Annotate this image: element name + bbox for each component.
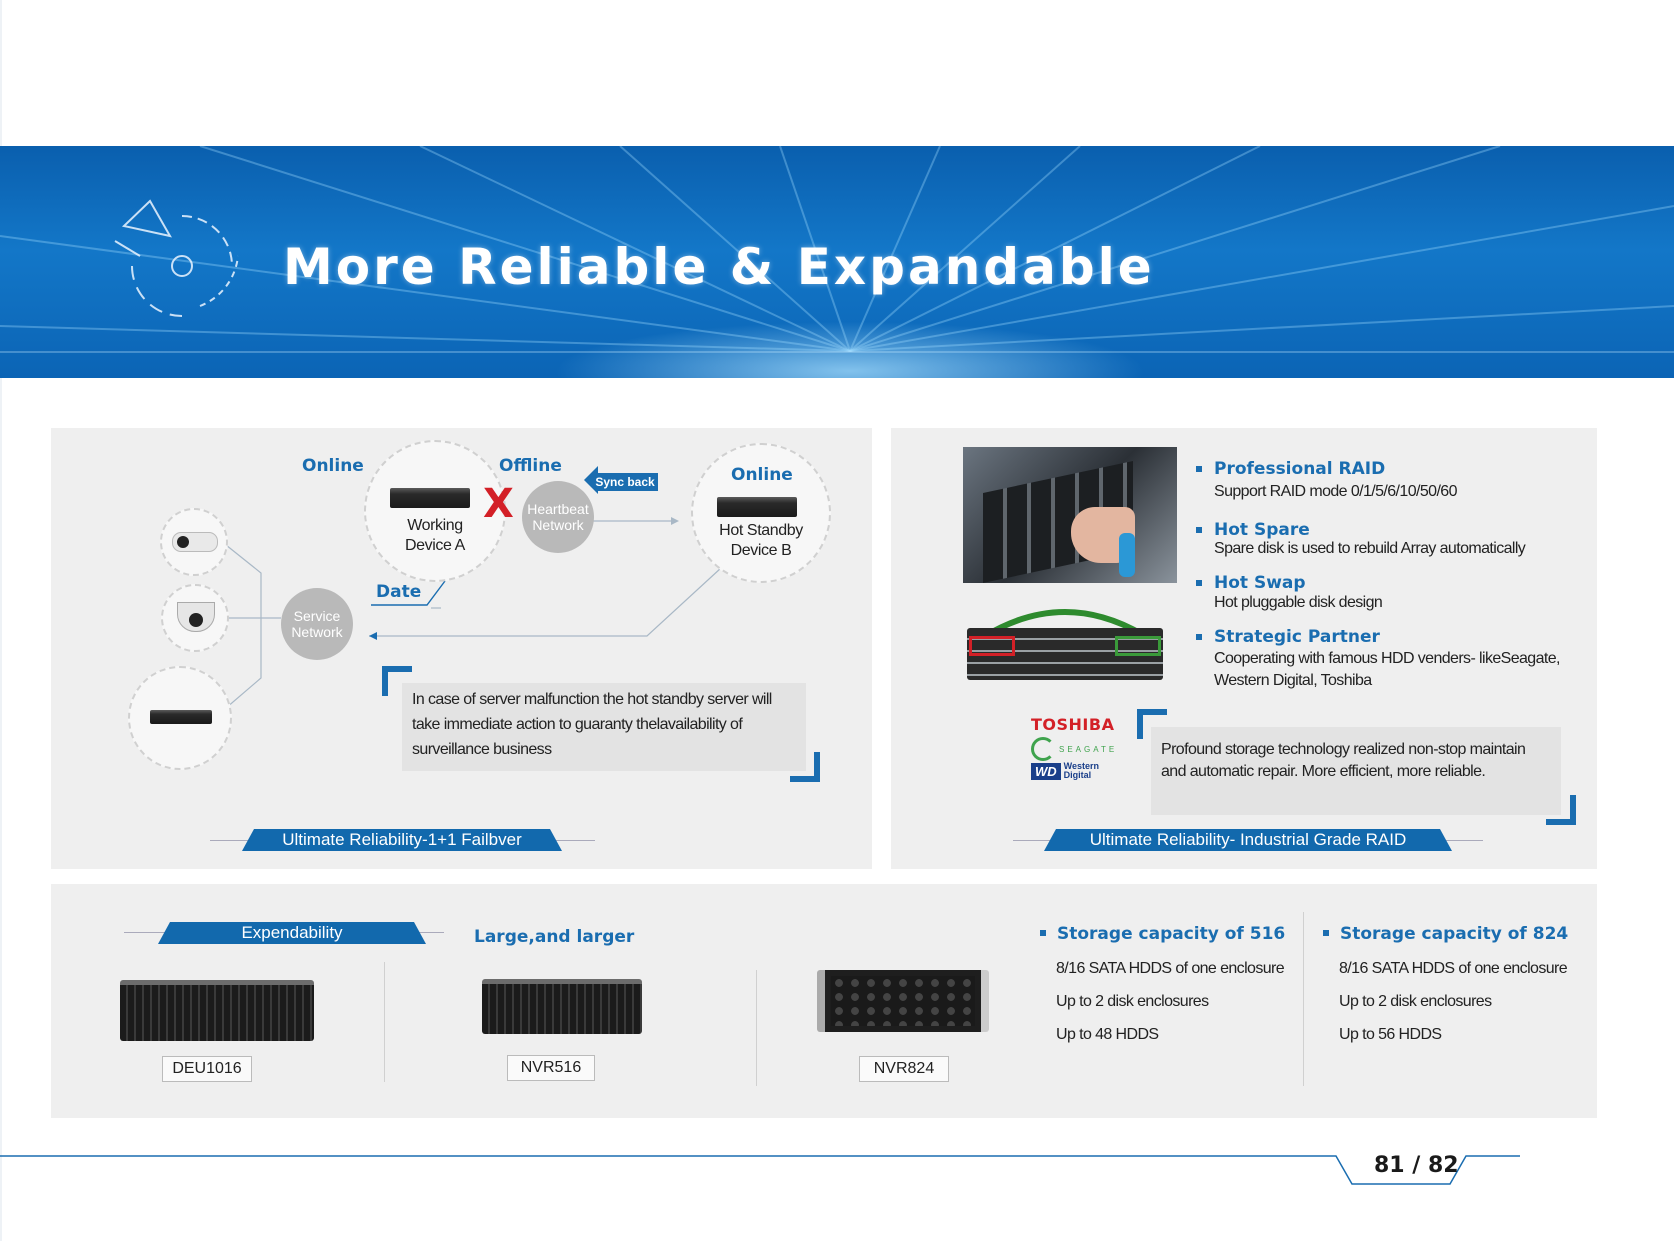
disk-enclosure-illustration — [965, 598, 1165, 682]
device-a-icon — [390, 488, 470, 508]
seagate-text: SEAGATE — [1059, 744, 1118, 754]
failover-callout: In case of server malfunction the hot st… — [402, 683, 806, 771]
failover-callout-text: In case of server malfunction the hot st… — [412, 691, 772, 758]
spec-516-line-2: Up to 48 HDDS — [1056, 1026, 1159, 1043]
bullet-hot-spare — [1196, 527, 1202, 533]
raid-desc-1: Spare disk is used to rebuild Array auto… — [1214, 540, 1526, 557]
failover-ribbon-text: Ultimate Reliability-1+1 Failbver — [282, 830, 522, 849]
page-title: More Reliable & Expandable — [283, 238, 1155, 296]
seagate-swirl-icon — [1031, 737, 1055, 761]
device-b-icon — [717, 497, 797, 517]
spec-824-title: Storage capacity of 824 — [1340, 924, 1569, 944]
separator-1 — [384, 962, 385, 1082]
bullet-partner — [1196, 634, 1202, 640]
raid-bracket-top — [1137, 709, 1167, 739]
nvr-small-icon — [150, 710, 212, 724]
spec-824-line-2: Up to 56 HDDS — [1339, 1026, 1442, 1043]
sync-back-label: Sync back — [595, 475, 655, 489]
raid-desc-3b: Western Digital, Toshiba — [1214, 672, 1372, 689]
bullet-camera-icon — [172, 532, 218, 552]
heartbeat-label: Heartbeat Network — [527, 501, 589, 533]
spec-516-line-1: Up to 2 disk enclosures — [1056, 993, 1209, 1010]
expand-heading: Large,and larger — [474, 927, 635, 947]
service-network-label: Service Network — [291, 608, 343, 640]
online-label-b: Online — [731, 465, 793, 485]
raid-desc-0: Support RAID mode 0/1/5/6/10/50/60 — [1214, 483, 1457, 500]
spec-516-line-0: 8/16 SATA HDDS of one enclosure — [1056, 960, 1285, 977]
page-number: 81 / 82 — [1374, 1153, 1459, 1178]
seagate-logo: SEAGATE — [1031, 737, 1117, 761]
raid-callout: Profound storage technology realized non… — [1151, 727, 1561, 815]
date-label: Date — [376, 582, 422, 602]
nvr516-device — [482, 979, 642, 1034]
raid-ribbon: Ultimate Reliability- Industrial Grade R… — [1044, 829, 1452, 851]
separator-2 — [756, 970, 757, 1086]
hot-swap-photo — [963, 447, 1177, 583]
raid-title-2: Hot Swap — [1214, 573, 1306, 593]
bullet-824 — [1323, 930, 1329, 936]
bullet-hot-swap — [1196, 580, 1202, 586]
nvr824-device — [817, 970, 989, 1032]
footer-rule — [0, 1155, 1520, 1185]
raid-ribbon-text: Ultimate Reliability- Industrial Grade R… — [1089, 830, 1407, 849]
failure-x-mark: X — [483, 481, 514, 527]
bullet-camera — [160, 508, 228, 576]
deu1016-device — [120, 980, 314, 1041]
dome-camera — [161, 584, 229, 652]
device-b-label: Hot Standby Device B — [719, 522, 803, 559]
online-label: Online — [302, 456, 364, 476]
spec-516-title: Storage capacity of 516 — [1057, 924, 1286, 944]
separator-3 — [1303, 912, 1304, 1086]
page-edge-line — [0, 0, 2, 1241]
spec-824-line-1: Up to 2 disk enclosures — [1339, 993, 1492, 1010]
expand-ribbon: Expendability — [158, 922, 426, 944]
wd-badge: WD — [1031, 762, 1061, 780]
gear-emblem-icon — [114, 199, 239, 317]
raid-desc-2: Hot pluggable disk design — [1214, 594, 1383, 611]
working-device-a: Working Device A — [364, 440, 506, 582]
offline-label: Offline — [499, 456, 562, 476]
hot-standby-device-b: Hot Standby Device B — [691, 443, 831, 583]
sync-back-arrow: Sync back — [584, 466, 658, 494]
raid-title-1: Hot Spare — [1214, 520, 1310, 540]
spec-824-line-0: 8/16 SATA HDDS of one enclosure — [1339, 960, 1568, 977]
expand-ribbon-text: Expendability — [241, 923, 343, 942]
heartbeat-network-node: Heartbeat Network — [522, 481, 594, 553]
bullet-516 — [1040, 930, 1046, 936]
raid-bracket-bottom — [1546, 795, 1576, 825]
callout-bracket-top — [382, 666, 412, 696]
dome-camera-icon — [177, 602, 215, 632]
failover-connectors — [225, 517, 722, 709]
raid-callout-text: Profound storage technology realized non… — [1161, 741, 1526, 780]
service-network-node: Service Network — [281, 588, 353, 660]
wd-logo: WD Western Digital — [1031, 762, 1106, 780]
model-nvr516: NVR516 — [507, 1055, 595, 1081]
model-nvr824: NVR824 — [859, 1056, 949, 1082]
toshiba-logo: TOSHIBA — [1031, 715, 1115, 734]
banner-light-streaks — [0, 146, 1674, 353]
device-a-label: Working Device A — [405, 517, 465, 554]
raid-title-0: Professional RAID — [1214, 459, 1386, 479]
raid-title-3: Strategic Partner — [1214, 627, 1380, 647]
bullet-raid — [1196, 466, 1202, 472]
wd-text: Western Digital — [1063, 761, 1100, 780]
failover-ribbon: Ultimate Reliability-1+1 Failbver — [242, 829, 562, 851]
model-deu1016: DEU1016 — [162, 1056, 252, 1082]
callout-bracket-bottom — [790, 752, 820, 782]
raid-desc-3: Cooperating with famous HDD venders- lik… — [1214, 650, 1561, 667]
nvr-client — [128, 666, 232, 770]
title-banner: More Reliable & Expandable — [0, 146, 1674, 378]
